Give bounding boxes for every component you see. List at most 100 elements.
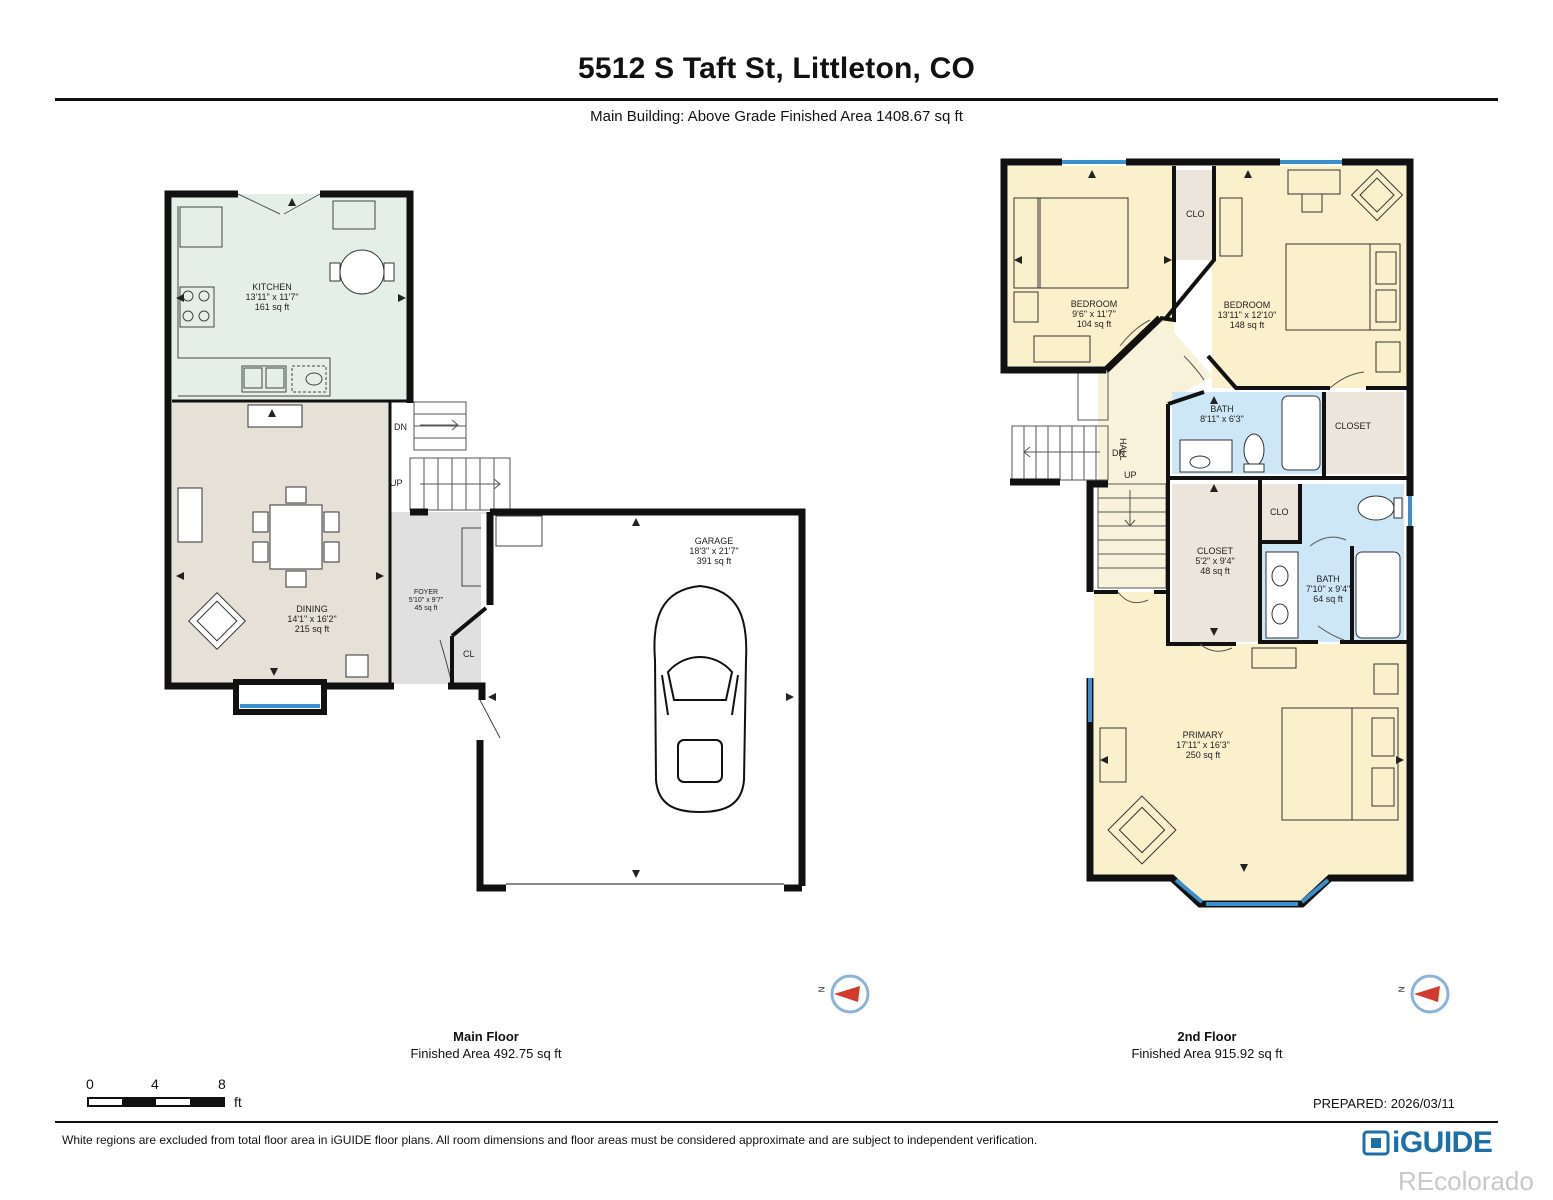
watermark: REcolorado <box>1398 1166 1534 1196</box>
room-dining-area: 215 sq ft <box>294 624 330 634</box>
compass-main-icon <box>830 974 870 1014</box>
foyer-fill <box>390 512 488 684</box>
building-area-summary: Main Building: Above Grade Finished Area… <box>590 108 963 125</box>
room-bath-upper-dims: 8'11" x 6'3" <box>1200 414 1244 424</box>
room-closet-upper: CLOSET <box>1335 421 1371 431</box>
garage-entry-door <box>479 699 501 739</box>
garage-dimension-arrows <box>488 518 794 878</box>
second-floor-interior-walls <box>1094 166 1408 646</box>
room-bedroom-right-area: 148 sq ft <box>1229 320 1265 330</box>
iguide-logo-icon <box>1362 1130 1390 1156</box>
room-kitchen-dims: 13'11" x 11'7" <box>245 292 299 302</box>
room-garage-area: 391 sq ft <box>696 556 732 566</box>
foyer-closet-wall <box>450 606 488 686</box>
compass-second-north-label: N <box>1396 986 1406 993</box>
closet-mid-fill <box>1172 484 1260 642</box>
room-dining: DINING 14'1" x 16'2" 215 sq ft <box>287 604 336 634</box>
room-foyer: FOYER 5'10" x 9'7" 45 sq ft <box>409 589 444 613</box>
main-floor-caption: Main Floor Finished Area 492.75 sq ft <box>410 1028 561 1062</box>
room-garage-dims: 18'3" x 21'7" <box>689 546 739 556</box>
room-primary-name: PRIMARY <box>1182 730 1224 740</box>
second-floor-walls <box>1000 158 1414 908</box>
main-floor-name: Main Floor <box>453 1029 519 1044</box>
room-bedroom-left-area: 104 sq ft <box>1076 319 1112 329</box>
second-floor-doors <box>1117 319 1365 652</box>
room-bath-upper: BATH 8'11" x 6'3" <box>1200 404 1244 424</box>
scale-bar <box>87 1097 225 1107</box>
room-bath-lower: BATH 7'10" x 9'4" 64 sq ft <box>1306 574 1350 604</box>
kitchen-patio-door <box>237 193 321 215</box>
room-bath-upper-name: BATH <box>1210 404 1234 414</box>
second-floor-caption: 2nd Floor Finished Area 915.92 sq ft <box>1131 1028 1282 1062</box>
dining-window <box>233 679 327 715</box>
room-kitchen-name: KITCHEN <box>252 282 292 292</box>
room-foyer-name: FOYER <box>413 589 439 596</box>
second-floor-windows <box>1062 160 1412 906</box>
bath-fixtures <box>1179 395 1403 639</box>
room-closet-mid: CLOSET 5'2" x 9'4" 48 sq ft <box>1195 546 1234 576</box>
closet-label: CL <box>463 649 475 659</box>
stairs-up-label: UP <box>390 478 403 488</box>
room-dining-name: DINING <box>296 604 328 614</box>
room-kitchen-area: 161 sq ft <box>254 302 290 312</box>
second-floor-dimension-arrows <box>1014 170 1404 872</box>
hall-fill <box>1098 316 1212 588</box>
main-floor-dimension-arrows <box>176 198 406 676</box>
disclaimer-text: White regions are excluded from total fl… <box>62 1133 1038 1147</box>
room-garage: GARAGE 18'3" x 21'7" 391 sq ft <box>689 536 738 566</box>
prepared-date: PREPARED: 2026/03/11 <box>1313 1096 1455 1111</box>
room-primary-dims: 17'11" x 16'3" <box>1176 740 1230 750</box>
room-bedroom-right-dims: 13'11" x 12'10" <box>1217 310 1277 320</box>
kitchen-table <box>329 249 395 295</box>
clo-mid-label: CLO <box>1270 507 1289 517</box>
room-closet-mid-area: 48 sq ft <box>1200 566 1230 576</box>
second-floor-name: 2nd Floor <box>1177 1029 1237 1044</box>
room-bedroom-left: BEDROOM 9'6" x 11'7" 104 sq ft <box>1071 299 1118 329</box>
garage-fill <box>481 514 802 886</box>
closet-upper-fill <box>1326 392 1404 474</box>
second-stairs-up-label: UP <box>1124 470 1137 480</box>
clo-top-fill <box>1176 170 1212 260</box>
bedroom-furniture <box>1013 168 1404 865</box>
garage-cabinet <box>495 515 543 547</box>
room-dining-dims: 14'1" x 16'2" <box>287 614 337 624</box>
room-primary: PRIMARY 17'11" x 16'3" 250 sq ft <box>1176 730 1230 760</box>
room-bedroom-right-name: BEDROOM <box>1223 300 1271 310</box>
scale-tick-8: 8 <box>218 1076 226 1092</box>
room-closet-mid-name: CLOSET <box>1196 546 1234 556</box>
stairs-down-label: DN <box>394 422 407 432</box>
primary-fill <box>1094 592 1406 900</box>
room-bath-lower-name: BATH <box>1316 574 1340 584</box>
room-closet-upper-name: CLOSET <box>1334 421 1372 431</box>
page-title: 5512 S Taft St, Littleton, CO <box>578 52 975 85</box>
room-bedroom-right: BEDROOM 13'11" x 12'10" 148 sq ft <box>1218 300 1277 330</box>
main-floor-area: Finished Area 492.75 sq ft <box>410 1046 562 1061</box>
room-garage-name: GARAGE <box>694 536 734 546</box>
room-foyer-area: 45 sq ft <box>414 605 438 612</box>
room-bedroom-left-dims: 9'6" x 11'7" <box>1072 309 1116 319</box>
scale-tick-4: 4 <box>151 1076 159 1092</box>
room-bedroom-left-name: BEDROOM <box>1070 299 1118 309</box>
second-stairs-down-label: DN <box>1112 448 1125 458</box>
clo-top-label: CLO <box>1186 209 1205 219</box>
compass-main-north-label: N <box>816 986 826 993</box>
kitchen-counters <box>177 200 376 397</box>
main-floor-walls <box>164 190 428 690</box>
car-icon <box>653 584 748 814</box>
clo-mid-fill <box>1262 484 1300 540</box>
header-divider <box>55 98 1498 101</box>
room-bath-lower-dims: 7'10" x 9'4" <box>1305 584 1351 594</box>
room-closet-mid-dims: 5'2" x 9'4" <box>1195 556 1235 566</box>
room-foyer-dims: 5'10" x 9'7" <box>408 597 444 604</box>
main-floor-thin-walls <box>172 399 412 686</box>
brand-logo-text: iGUIDE <box>1392 1126 1493 1159</box>
room-kitchen: KITCHEN 13'11" x 11'7" 161 sq ft <box>245 282 298 312</box>
second-floor-area: Finished Area 915.92 sq ft <box>1131 1046 1283 1061</box>
scale-tick-0: 0 <box>86 1076 94 1092</box>
compass-second-icon <box>1410 974 1450 1014</box>
main-stairs <box>409 401 511 511</box>
room-bath-lower-area: 64 sq ft <box>1313 594 1343 604</box>
footer-divider <box>55 1121 1498 1123</box>
garage-walls <box>448 508 806 892</box>
